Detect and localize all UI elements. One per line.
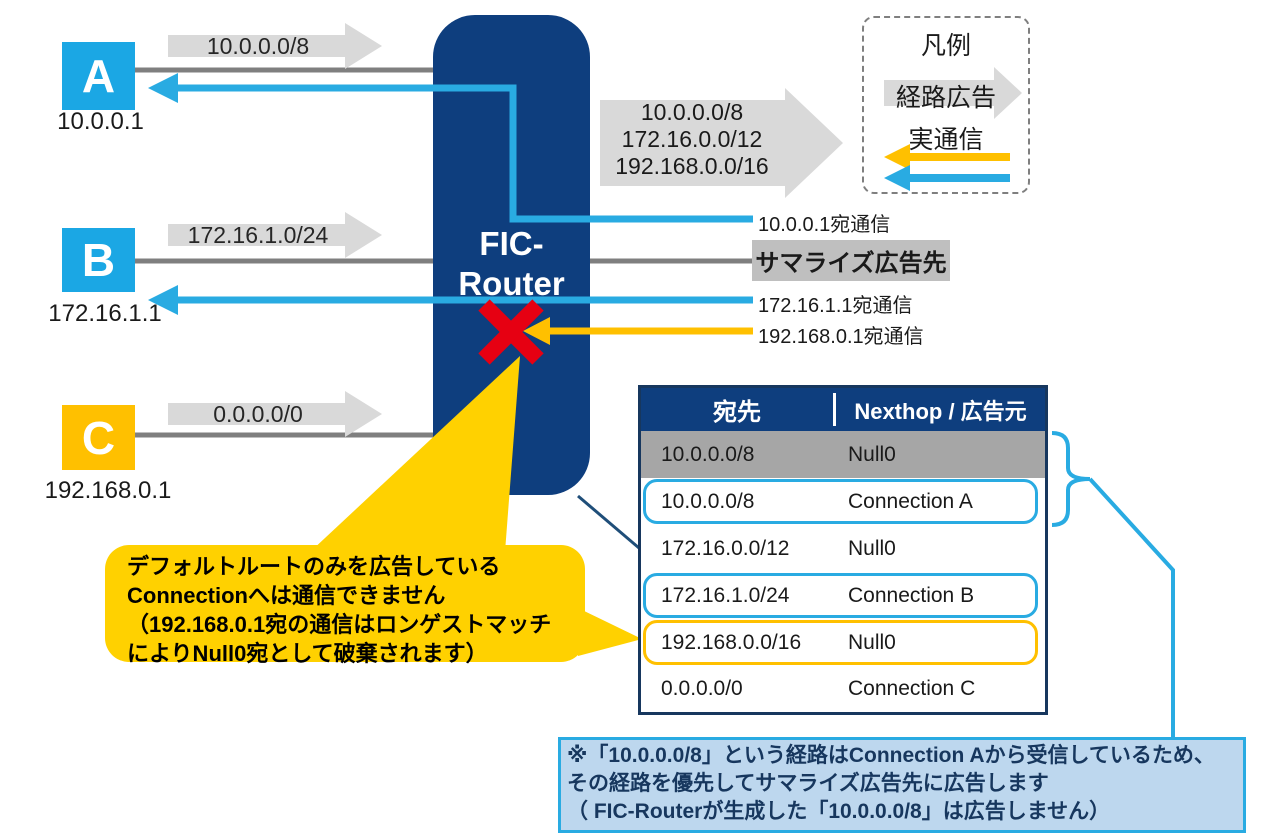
router-title: FIC- Router xyxy=(433,224,590,304)
connection-a-label: A xyxy=(81,50,116,102)
router-title-line1: FIC- xyxy=(479,225,544,262)
row-highlight-blue xyxy=(643,479,1038,524)
route-ad-arrow-a xyxy=(168,23,382,69)
connection-b-ip: 172.16.1.1 xyxy=(48,300,162,327)
summarize-routes: 10.0.0.0/8 172.16.0.0/12 192.168.0.0/16 xyxy=(592,99,792,180)
router-title-line2: Router xyxy=(458,265,565,302)
table-row: 172.16.1.0/24 Connection B xyxy=(641,572,1045,619)
callout-line4: によりNull0宛として破棄されます） xyxy=(127,641,488,666)
connection-c-box: C xyxy=(62,405,135,470)
legend-actual-label: 実通信 xyxy=(908,126,984,154)
row-dest: 10.0.0.0/8 xyxy=(661,489,755,513)
traffic-label-to-c: 192.168.0.1宛通信 xyxy=(758,326,924,348)
table-row: 172.16.0.0/12 Null0 xyxy=(641,525,1045,572)
row-nexthop: Null0 xyxy=(848,536,896,560)
row-nexthop: Connection C xyxy=(848,676,976,700)
callout-line3: （192.168.0.1宛の通信はロンゲストマッチ xyxy=(127,612,552,637)
router-shape xyxy=(433,15,590,495)
table-row: 10.0.0.0/8 Connection A xyxy=(641,478,1045,525)
router-table-connector xyxy=(577,494,640,550)
traffic-arrowhead-to-b xyxy=(148,285,178,315)
legend-blue-arrowhead xyxy=(884,165,910,191)
priority-note-box xyxy=(558,737,1246,833)
header-dest: 宛先 xyxy=(713,399,761,426)
row-nexthop: Connection B xyxy=(848,583,975,607)
note-line1: ※「10.0.0.0/8」という経路はConnection Aから受信しているた… xyxy=(567,744,1215,767)
connection-a-ip: 10.0.0.1 xyxy=(57,108,144,135)
traffic-label-to-b: 172.16.1.1宛通信 xyxy=(758,295,913,317)
row-nexthop: Connection A xyxy=(848,489,973,513)
row-dest: 10.0.0.0/8 xyxy=(661,442,755,466)
header-divider xyxy=(833,393,836,426)
blocked-x-icon xyxy=(478,299,544,365)
legend-route-ad-label: 経路広告 xyxy=(895,84,996,112)
summarize-route-1: 10.0.0.0/8 xyxy=(640,99,744,125)
default-route-callout xyxy=(105,545,585,662)
row-dest: 192.168.0.0/16 xyxy=(661,630,802,654)
callout-line1: デフォルトルートのみを広告している xyxy=(127,554,501,579)
note-line3: （ FIC-Routerが生成した「10.0.0.0/8」は広告しません） xyxy=(567,800,1111,823)
connection-b-label: B xyxy=(81,234,116,286)
connection-c-ip: 192.168.0.1 xyxy=(44,477,172,504)
callout-tail-to-x xyxy=(310,356,520,552)
traffic-arrowhead-to-c xyxy=(523,317,550,345)
traffic-line-to-a xyxy=(174,84,753,223)
legend-route-ad-arrow xyxy=(884,67,1022,119)
row-highlight-blue xyxy=(643,573,1038,618)
traffic-label-to-a: 10.0.0.1宛通信 xyxy=(758,214,891,236)
brace-note-connector xyxy=(1088,477,1175,739)
route-ad-label-a: 10.0.0.0/8 xyxy=(206,33,310,59)
note-line2: その経路を優先してサマライズ広告先に広告します xyxy=(567,772,1049,795)
table-row: 192.168.0.0/16 Null0 xyxy=(641,619,1045,666)
row-dest: 172.16.1.0/24 xyxy=(661,583,790,607)
summarize-route-3: 192.168.0.0/16 xyxy=(615,153,769,179)
connection-c-label: C xyxy=(81,411,116,464)
row-nexthop: Null0 xyxy=(848,442,896,466)
summarize-ad-arrow xyxy=(600,88,843,198)
priority-note-text: ※「10.0.0.0/8」という経路はConnection Aから受信しているた… xyxy=(567,742,1215,826)
row-highlight-orange xyxy=(643,620,1038,665)
summarize-target-label: サマライズ広告先 xyxy=(755,250,947,277)
header-nexthop: Nexthop / 広告元 xyxy=(854,398,1027,424)
table-brace xyxy=(1051,431,1091,527)
callout-tail-to-row xyxy=(578,608,642,656)
route-ad-arrow-c xyxy=(168,391,382,437)
route-ad-arrow-b xyxy=(168,212,382,258)
row-dest: 0.0.0.0/0 xyxy=(661,676,743,700)
table-row: 10.0.0.0/8 Null0 xyxy=(641,431,1045,478)
summarize-route-2: 172.16.0.0/12 xyxy=(621,126,763,152)
traffic-arrowhead-to-a xyxy=(148,73,178,103)
default-route-callout-text: デフォルトルートのみを広告している Connectionへは通信できません （1… xyxy=(127,552,551,668)
legend-title: 凡例 xyxy=(920,32,971,60)
routing-table-header: 宛先 Nexthop / 広告元 xyxy=(641,388,1045,431)
callout-line2: Connectionへは通信できません xyxy=(127,583,446,608)
route-ad-label-c: 0.0.0.0/0 xyxy=(213,401,303,427)
table-row: 0.0.0.0/0 Connection C xyxy=(641,665,1045,712)
legend-yellow-arrowhead xyxy=(884,144,910,170)
legend-box xyxy=(862,16,1030,194)
row-dest: 172.16.0.0/12 xyxy=(661,536,790,560)
routing-table: 宛先 Nexthop / 広告元 10.0.0.0/8 Null0 10.0.0… xyxy=(638,385,1048,715)
row-nexthop: Null0 xyxy=(848,630,896,654)
connection-a-box: A xyxy=(62,42,135,110)
connection-b-box: B xyxy=(62,228,135,292)
route-ad-label-b: 172.16.1.0/24 xyxy=(187,222,329,248)
summarize-target-box: サマライズ広告先 xyxy=(752,240,950,281)
